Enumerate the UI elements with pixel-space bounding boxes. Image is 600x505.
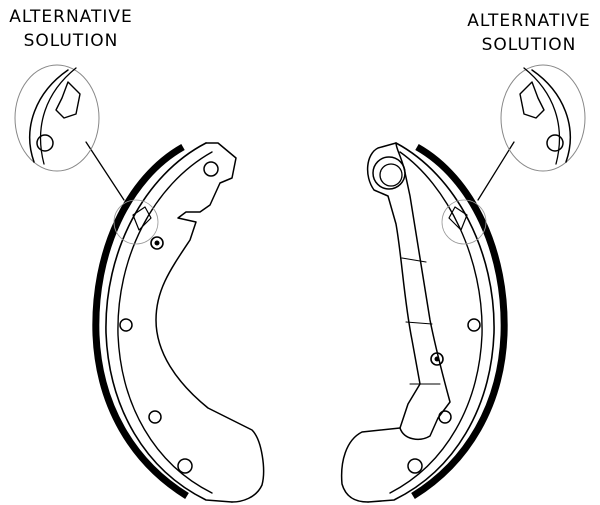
left-slot bbox=[132, 206, 152, 231]
right-callout-circle bbox=[500, 64, 586, 172]
right-anchor-lug bbox=[372, 156, 406, 190]
callout-left-line1: ALTERNATIVE bbox=[9, 7, 133, 27]
right-web-line bbox=[401, 257, 441, 385]
right-brake-shoe bbox=[340, 142, 508, 503]
left-shoe-web bbox=[155, 142, 265, 503]
right-callout-detail-slot bbox=[519, 81, 545, 119]
callout-label-right: ALTERNATIVE SOLUTION bbox=[458, 9, 600, 57]
left-callout-detail-rim bbox=[29, 69, 69, 163]
left-callout-focus bbox=[113, 199, 159, 245]
left-rim-hole bbox=[148, 410, 162, 424]
right-friction-lining bbox=[411, 143, 508, 499]
right-pin bbox=[430, 352, 444, 366]
left-callout-detail-rim-2 bbox=[39, 67, 77, 165]
callout-left-line2: SOLUTION bbox=[23, 31, 119, 51]
callout-label-left: ALTERNATIVE SOLUTION bbox=[0, 5, 142, 53]
left-leader-line bbox=[85, 141, 125, 201]
left-callout-circle bbox=[14, 64, 100, 172]
right-callout-detail-rim-2 bbox=[523, 67, 561, 165]
left-shoe-rim-outer bbox=[105, 142, 233, 503]
callout-right-line1: ALTERNATIVE bbox=[467, 11, 591, 31]
left-anchor-hole bbox=[203, 161, 219, 177]
right-callout bbox=[477, 64, 586, 201]
right-rim-hole bbox=[467, 318, 481, 332]
right-slot bbox=[448, 206, 468, 231]
right-shoe-hook bbox=[340, 427, 401, 503]
left-callout bbox=[14, 64, 125, 201]
left-callout-detail-slot bbox=[55, 81, 81, 119]
left-pin-center bbox=[154, 240, 160, 246]
right-pin-center bbox=[434, 356, 440, 362]
left-shoe-rim-inner bbox=[117, 151, 213, 494]
right-callout-detail-hole bbox=[546, 134, 564, 152]
right-shoe-rim-outer bbox=[367, 142, 495, 503]
right-rim-hole bbox=[438, 410, 452, 424]
right-shoe-web bbox=[366, 142, 451, 441]
left-rim-hole bbox=[119, 318, 133, 332]
left-callout-detail-hole bbox=[36, 134, 54, 152]
right-callout-focus bbox=[441, 199, 487, 245]
left-pin bbox=[150, 236, 164, 250]
right-leader-line bbox=[477, 141, 515, 201]
left-brake-shoe bbox=[92, 142, 265, 503]
callout-right-line2: SOLUTION bbox=[481, 35, 577, 55]
right-shoe-rim-inner bbox=[389, 151, 483, 494]
left-friction-lining bbox=[92, 143, 189, 499]
right-anchor-hole bbox=[379, 163, 403, 187]
right-rim-hole bbox=[407, 458, 423, 474]
right-callout-detail-rim bbox=[531, 69, 571, 163]
left-rim-hole bbox=[177, 458, 193, 474]
